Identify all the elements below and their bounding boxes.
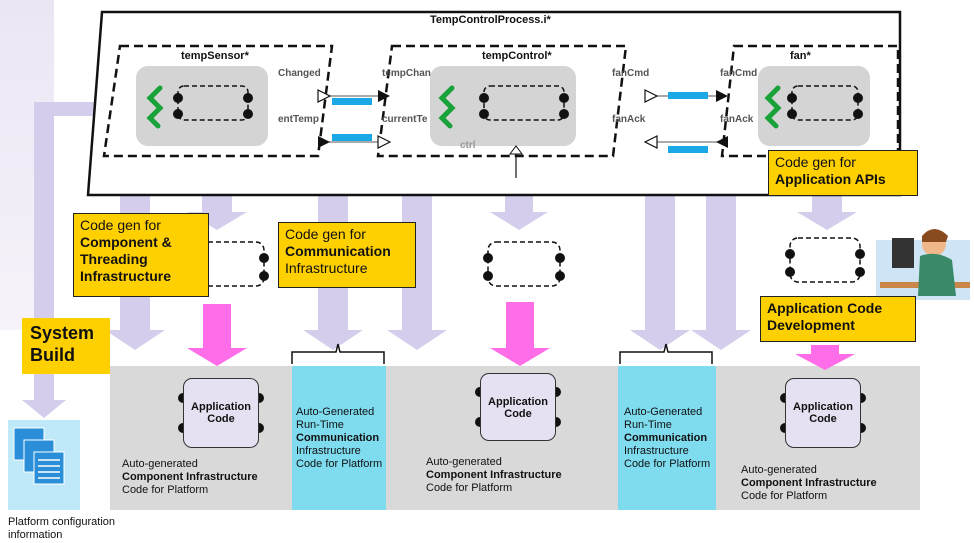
- application-code-box: Application Code: [480, 373, 556, 441]
- component-threading-callout: Code gen for Component & Threading Infra…: [73, 213, 209, 297]
- port-label: Changed: [278, 68, 321, 79]
- component-infra-text: Auto-generated Component Infrastructure …: [122, 458, 258, 496]
- port-label: fanCmd: [612, 68, 650, 79]
- platform-config-icon: [8, 420, 80, 510]
- port-label: fanAck: [720, 114, 754, 125]
- app-code-dev-callout: Application Code Development: [760, 296, 916, 342]
- application-apis-callout: Code gen for Application APIs: [768, 150, 918, 196]
- braces: [291, 343, 713, 364]
- platform-config-caption: Platform configuration information: [8, 516, 115, 541]
- component-infra-text: Auto-generated Component Infrastructure …: [741, 464, 877, 502]
- magenta-flow-arrows: [187, 302, 855, 370]
- generated-component-boxes: [191, 237, 861, 287]
- tempControl-name: tempControl*: [482, 50, 552, 62]
- communication-callout: Code gen for Communication Infrastructur…: [278, 222, 416, 288]
- port-label: fanCmd: [720, 68, 758, 79]
- port-label: tempChan: [382, 68, 431, 79]
- thread-glyphs: [146, 85, 782, 129]
- port-label: currentTe: [382, 114, 428, 125]
- port-label: entTemp: [278, 114, 319, 125]
- comm-infra-text: Auto-Generated Run-Time Communication In…: [296, 406, 383, 470]
- comm-infra-band-1: [292, 366, 386, 510]
- fan-name: fan*: [790, 50, 811, 62]
- ports: [173, 93, 863, 119]
- application-code-box: Application Code: [785, 378, 861, 448]
- application-code-box: Application Code: [183, 378, 259, 448]
- developer-illustration: [876, 222, 970, 300]
- lavender-flow-arrows: [105, 172, 857, 350]
- system-build-callout: System Build: [22, 318, 110, 374]
- comm-infra-text: Auto-Generated Run-Time Communication In…: [624, 406, 711, 470]
- process-title: TempControlProcess.i*: [430, 14, 551, 26]
- port-label: fanAck: [612, 114, 646, 125]
- tempSensor-name: tempSensor*: [181, 50, 249, 62]
- port-label: ctrl: [460, 140, 476, 151]
- component-infra-text: Auto-generated Component Infrastructure …: [426, 456, 562, 494]
- comm-infra-band-2: [618, 366, 716, 510]
- connections: [317, 89, 728, 178]
